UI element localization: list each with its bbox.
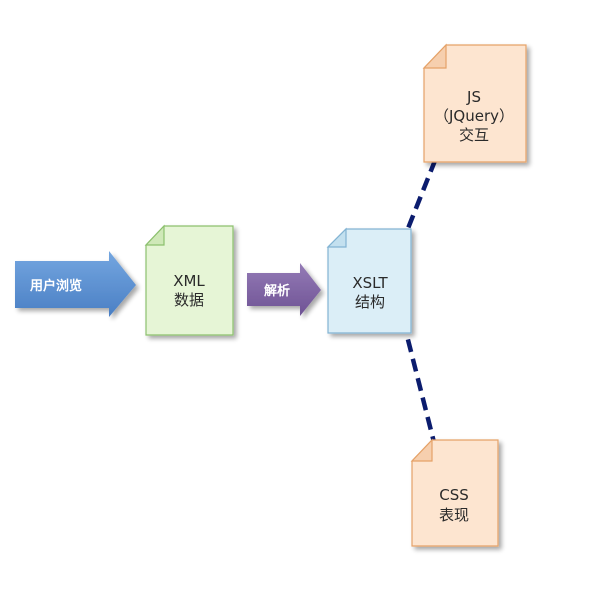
user-browse-arrow: 用户浏览: [15, 251, 136, 317]
connector-xslt-js: [398, 147, 443, 247]
css-label-line1: CSS: [439, 486, 469, 504]
css-document: CSS 表现: [410, 438, 499, 547]
parse-label: 解析: [263, 283, 290, 299]
js-document: JS （JQuery） 交互: [422, 43, 527, 163]
xml-label-line1: XML: [173, 272, 205, 290]
xslt-document: XSLT 结构: [326, 227, 412, 334]
xml-label-line2: 数据: [174, 291, 204, 309]
css-label-line2: 表现: [439, 506, 469, 524]
js-label-line1: JS: [466, 88, 481, 106]
xml-document: XML 数据: [144, 224, 234, 336]
js-label-line3: 交互: [459, 126, 489, 144]
xslt-label-line1: XSLT: [352, 274, 388, 292]
parse-arrow: 解析: [247, 263, 321, 316]
js-label-line2: （JQuery）: [434, 107, 514, 125]
xslt-label-line2: 结构: [355, 293, 385, 311]
user-browse-label: 用户浏览: [29, 278, 82, 294]
